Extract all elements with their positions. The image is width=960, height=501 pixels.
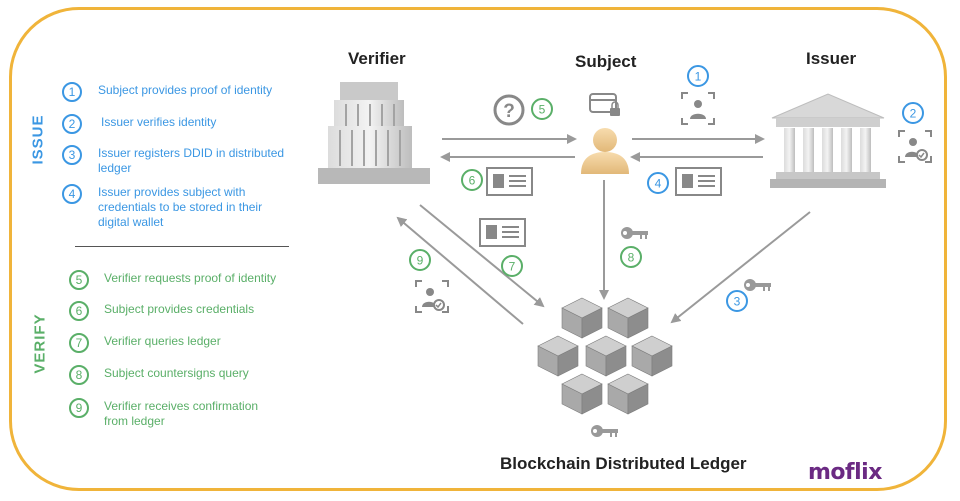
arrow-verifier-to-ledger: [419, 204, 545, 308]
ledger-title: Blockchain Distributed Ledger: [500, 454, 747, 473]
issue-step-4: 4 Issuer provides subject with credentia…: [62, 184, 297, 230]
step-text: Verifier queries ledger: [104, 334, 221, 348]
svg-text:1: 1: [695, 70, 702, 84]
verify-step-8: 8 Subject countersigns query: [69, 365, 299, 385]
issue-step-2: 2 Issuer verifies identity: [62, 114, 292, 134]
brand-logo: moflix: [808, 460, 882, 485]
svg-text:3: 3: [734, 295, 741, 309]
question-icon: ?: [493, 94, 525, 126]
svg-text:8: 8: [628, 251, 635, 265]
svg-text:9: 9: [417, 254, 424, 268]
diagram-badge-2: 2: [902, 102, 924, 124]
diagram-badge-4: 4: [647, 172, 669, 194]
step-text: Issuer registers DDID in distributed led…: [98, 146, 285, 175]
section-divider: [75, 246, 289, 247]
identity-scan-icon: [681, 92, 715, 125]
diagram-badge-6: 6: [461, 169, 483, 191]
step-text: Verifier requests proof of identity: [104, 271, 277, 285]
key-icon: [621, 227, 648, 239]
issue-step-1: 1 Subject provides proof of identity: [62, 82, 292, 102]
step-number: 7: [69, 333, 89, 353]
wallet-icon: [589, 93, 620, 116]
ledger-block: [631, 335, 673, 377]
ledger-block: [607, 297, 649, 339]
ledger-block: [537, 335, 579, 377]
ledger-block: [607, 373, 649, 415]
arrow-issuer-to-ledger: [670, 211, 811, 324]
step-text: Issuer provides subject with credentials…: [98, 185, 263, 229]
step-text: Subject provides credentials: [104, 302, 255, 316]
credential-card-icon: [675, 167, 722, 196]
diagram-badge-1: 1: [687, 65, 709, 87]
credential-card-icon: [486, 167, 533, 196]
key-icon: [591, 425, 618, 437]
svg-text:4: 4: [655, 177, 662, 191]
diagram-badge-9: 9: [409, 249, 431, 271]
step-text: Issuer verifies identity: [101, 115, 217, 129]
step-text: Subject provides proof of identity: [98, 83, 273, 97]
diagram-badge-8: 8: [620, 246, 642, 268]
diagram-badge-7: 7: [501, 255, 523, 277]
blockchain-cubes-icon: [537, 297, 673, 415]
ledger-block: [561, 297, 603, 339]
diagram-badge-5: 5: [531, 98, 553, 120]
subject-label: Subject: [575, 52, 637, 71]
verified-identity-icon: [415, 280, 449, 313]
step-number: 3: [62, 145, 82, 165]
step-number: 4: [62, 184, 82, 204]
issuer-building-icon: [770, 93, 886, 188]
issue-step-3: 3 Issuer registers DDID in distributed l…: [62, 145, 297, 176]
issuer-label: Issuer: [806, 49, 857, 68]
step-number: 2: [62, 114, 82, 134]
step-text: Verifier receives confirmation from ledg…: [104, 399, 259, 428]
step-number: 5: [69, 270, 89, 290]
step-number: 9: [69, 398, 89, 418]
verifier-label: Verifier: [348, 49, 406, 68]
verifier-building-icon: [318, 82, 430, 184]
svg-text:5: 5: [539, 103, 546, 117]
step-number: 6: [69, 301, 89, 321]
svg-text:6: 6: [469, 174, 476, 188]
credential-card-icon: [479, 218, 526, 247]
rounded-frame: [9, 7, 947, 491]
verified-identity-icon: [898, 130, 932, 163]
svg-text:2: 2: [910, 107, 917, 121]
verify-step-6: 6 Subject provides credentials: [69, 301, 299, 321]
ledger-block: [585, 335, 627, 377]
key-icon: [744, 279, 771, 291]
question-mark: ?: [503, 101, 515, 122]
ledger-block: [561, 373, 603, 415]
svg-text:7: 7: [509, 260, 516, 274]
step-number: 1: [62, 82, 82, 102]
arrow-ledger-to-verifier: [396, 216, 524, 325]
step-text: Subject countersigns query: [104, 366, 249, 380]
subject-person-icon: [581, 128, 629, 174]
verify-step-7: 7 Verifier queries ledger: [69, 333, 299, 353]
step-number: 8: [69, 365, 89, 385]
verify-step-9: 9 Verifier receives confirmation from le…: [69, 398, 299, 429]
diagram-badge-3: 3: [726, 290, 748, 312]
verify-step-5: 5 Verifier requests proof of identity: [69, 270, 299, 290]
